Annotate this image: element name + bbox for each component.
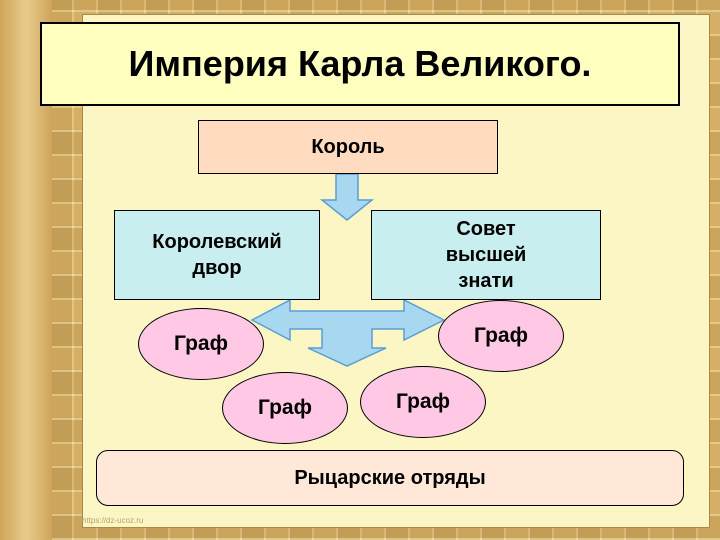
count-ellipse-4: Граф <box>360 366 486 438</box>
council-label-line1: Совет <box>456 218 516 240</box>
count-ellipse-1: Граф <box>138 308 264 380</box>
count-ellipse-2: Граф <box>438 300 564 372</box>
king-box: Король <box>198 120 498 174</box>
title-box: Империя Карла Великого. <box>40 22 680 106</box>
footer-url: https://dz-ucoz.ru <box>82 516 144 525</box>
count-label-2: Граф <box>474 324 528 347</box>
count-label-1: Граф <box>174 332 228 355</box>
council-label-line3: знати <box>458 270 514 292</box>
count-label-3: Граф <box>258 396 312 419</box>
slide-title: Империя Карла Великого. <box>128 43 592 84</box>
knights-box: Рыцарские отряды <box>96 450 684 506</box>
king-label: Король <box>311 136 385 158</box>
royal-court-label-line1: Королевский <box>152 231 282 253</box>
council-box: Совет высшей знати <box>371 210 601 300</box>
count-label-4: Граф <box>396 390 450 413</box>
royal-court-label-line2: двор <box>192 257 242 279</box>
knights-label: Рыцарские отряды <box>294 467 486 489</box>
royal-court-box: Королевский двор <box>114 210 320 300</box>
count-ellipse-3: Граф <box>222 372 348 444</box>
council-label-line2: высшей <box>445 244 527 266</box>
